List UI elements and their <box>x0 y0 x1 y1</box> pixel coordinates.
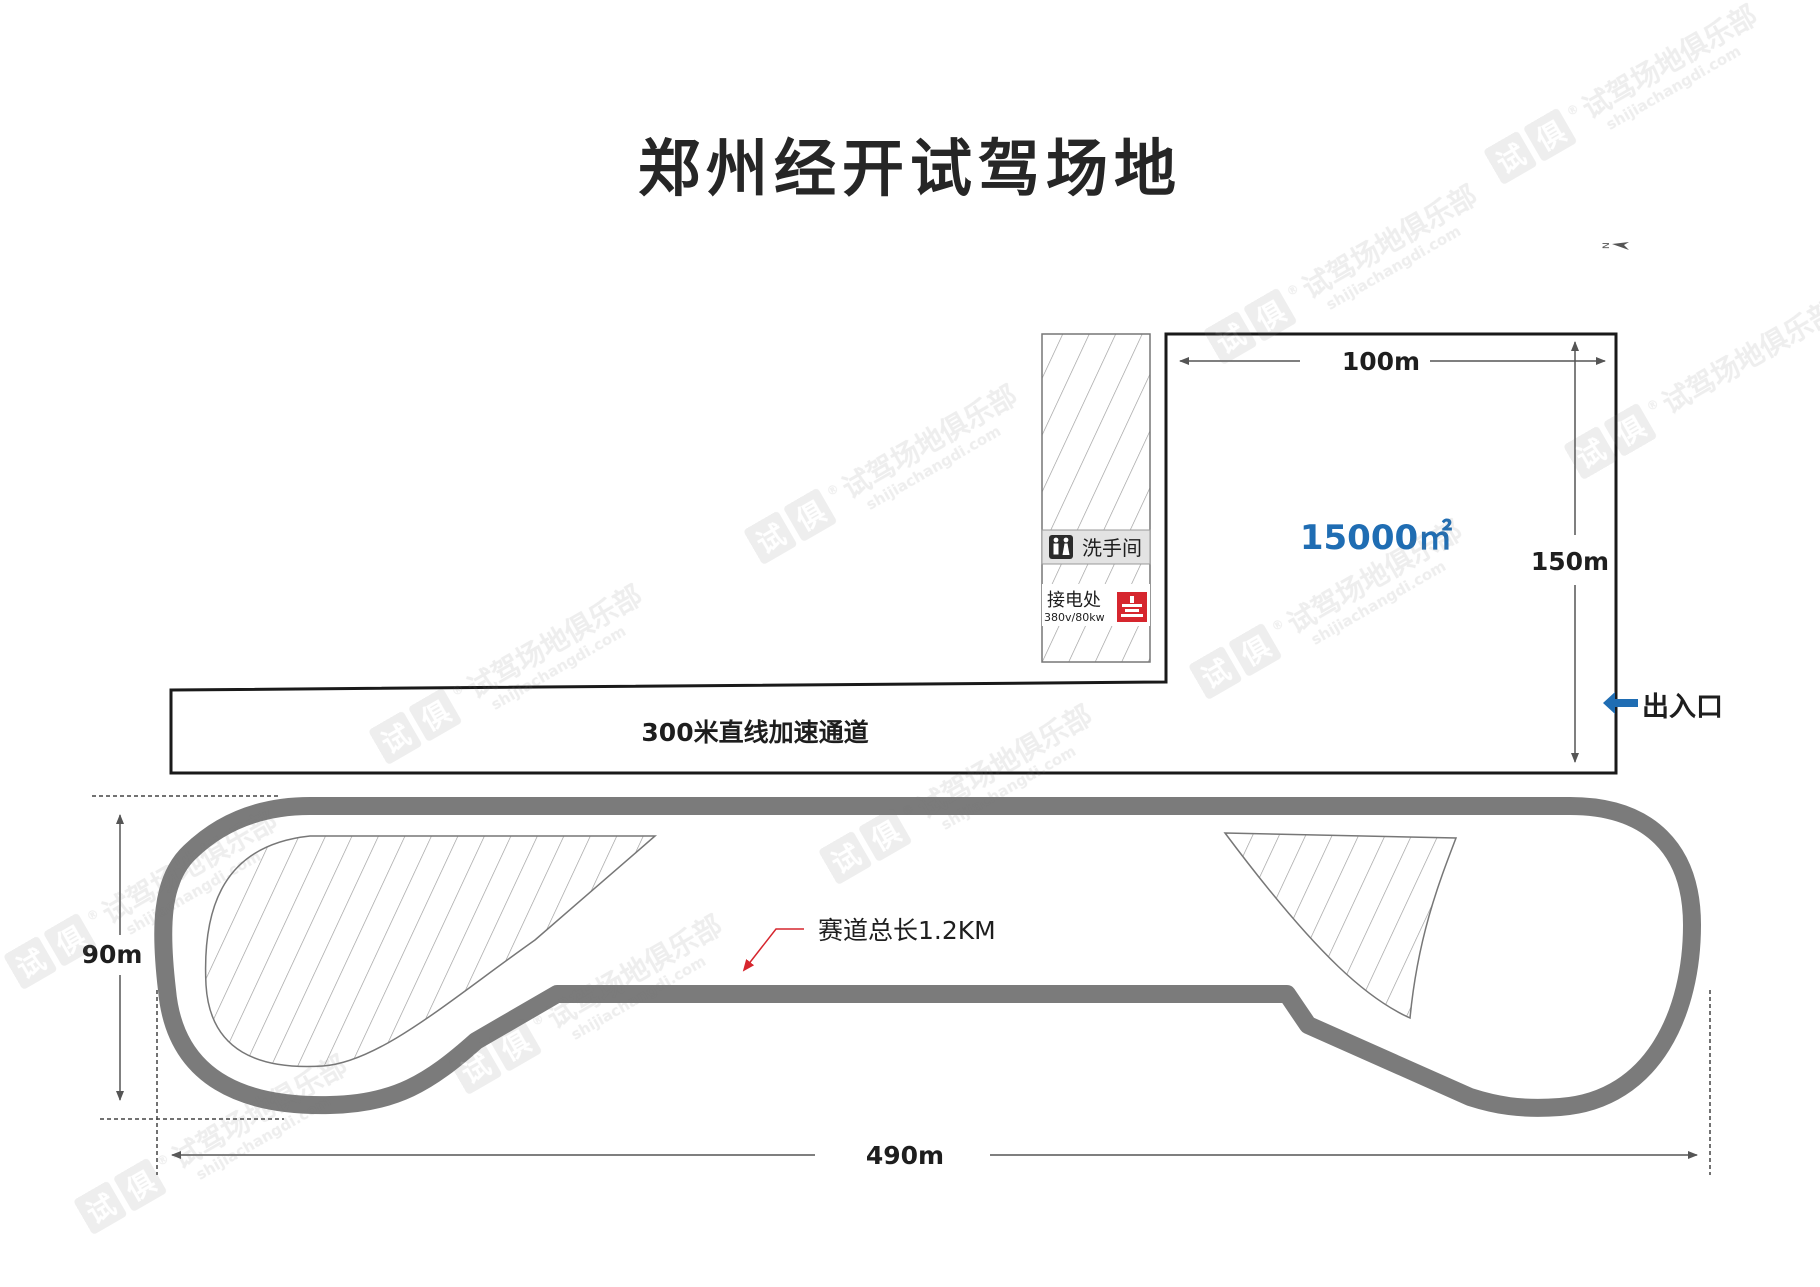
paddock-width-dimension: 100m <box>1179 347 1606 376</box>
infield-left <box>204 835 658 1068</box>
svg-text:®: ® <box>84 906 101 924</box>
paddock-height-dimension: 150m <box>1531 341 1609 763</box>
paddock-height-label: 150m <box>1531 547 1609 576</box>
watermark: 试 俱 ® 试驾场地俱乐部 shijiachangdi.com <box>1484 0 1763 184</box>
restroom-icon <box>1049 535 1073 559</box>
acceleration-lane-label: 300米直线加速通道 <box>641 718 868 747</box>
page-title: 郑州经开试驾场地 <box>638 132 1182 205</box>
track-height-label: 90m <box>82 940 143 969</box>
watermark: 试 俱 ® 试驾场地俱乐部 <box>1564 294 1820 479</box>
track-length-label: 赛道总长1.2KM <box>818 916 996 945</box>
track-length-annotation: 赛道总长1.2KM <box>742 916 996 972</box>
power-sign: 接电处 380v/80kw <box>1042 584 1150 626</box>
svg-text:试驾场地俱乐部: 试驾场地俱乐部 <box>1657 294 1820 421</box>
north-arrow-icon: N <box>1602 242 1629 250</box>
svg-text:®: ® <box>1644 396 1661 414</box>
power-label: 接电处 <box>1047 590 1101 611</box>
paddock-outline <box>169 332 1618 775</box>
restroom-label: 洗手间 <box>1082 536 1142 560</box>
svg-text:®: ® <box>824 481 841 499</box>
power-spec: 380v/80kw <box>1044 611 1105 624</box>
race-track <box>154 797 1701 1117</box>
arrow-left-icon <box>1603 692 1638 714</box>
watermark: 试 俱 ® 试驾场地俱乐部 shijiachangdi.com <box>744 379 1023 564</box>
paddock-width-label: 100m <box>1342 347 1420 376</box>
restroom-sign: 洗手间 <box>1041 529 1151 565</box>
svg-text:®: ® <box>449 681 466 699</box>
svg-text:®: ® <box>1269 616 1286 634</box>
svg-text:®: ® <box>1564 101 1581 119</box>
watermark: 试 俱 ® 试驾场地俱乐部 shijiachangdi.com <box>369 579 648 764</box>
track-width-label: 490m <box>866 1141 944 1170</box>
track-width-dimension: 490m <box>156 990 1711 1175</box>
track-height-dimension: 90m <box>82 795 284 1120</box>
watermark: 试 俱 ® 试驾场地俱乐部 shijiachangdi.com <box>1204 179 1483 364</box>
entrance-marker: 出入口 <box>1603 692 1723 723</box>
paddock-area-label: 15000㎡ <box>1300 518 1452 558</box>
infield-right <box>1223 832 1458 1020</box>
entrance-label: 出入口 <box>1642 692 1723 723</box>
svg-text:®: ® <box>1284 281 1301 299</box>
power-outlet-icon <box>1117 592 1147 622</box>
compass-label: N <box>1602 242 1612 249</box>
